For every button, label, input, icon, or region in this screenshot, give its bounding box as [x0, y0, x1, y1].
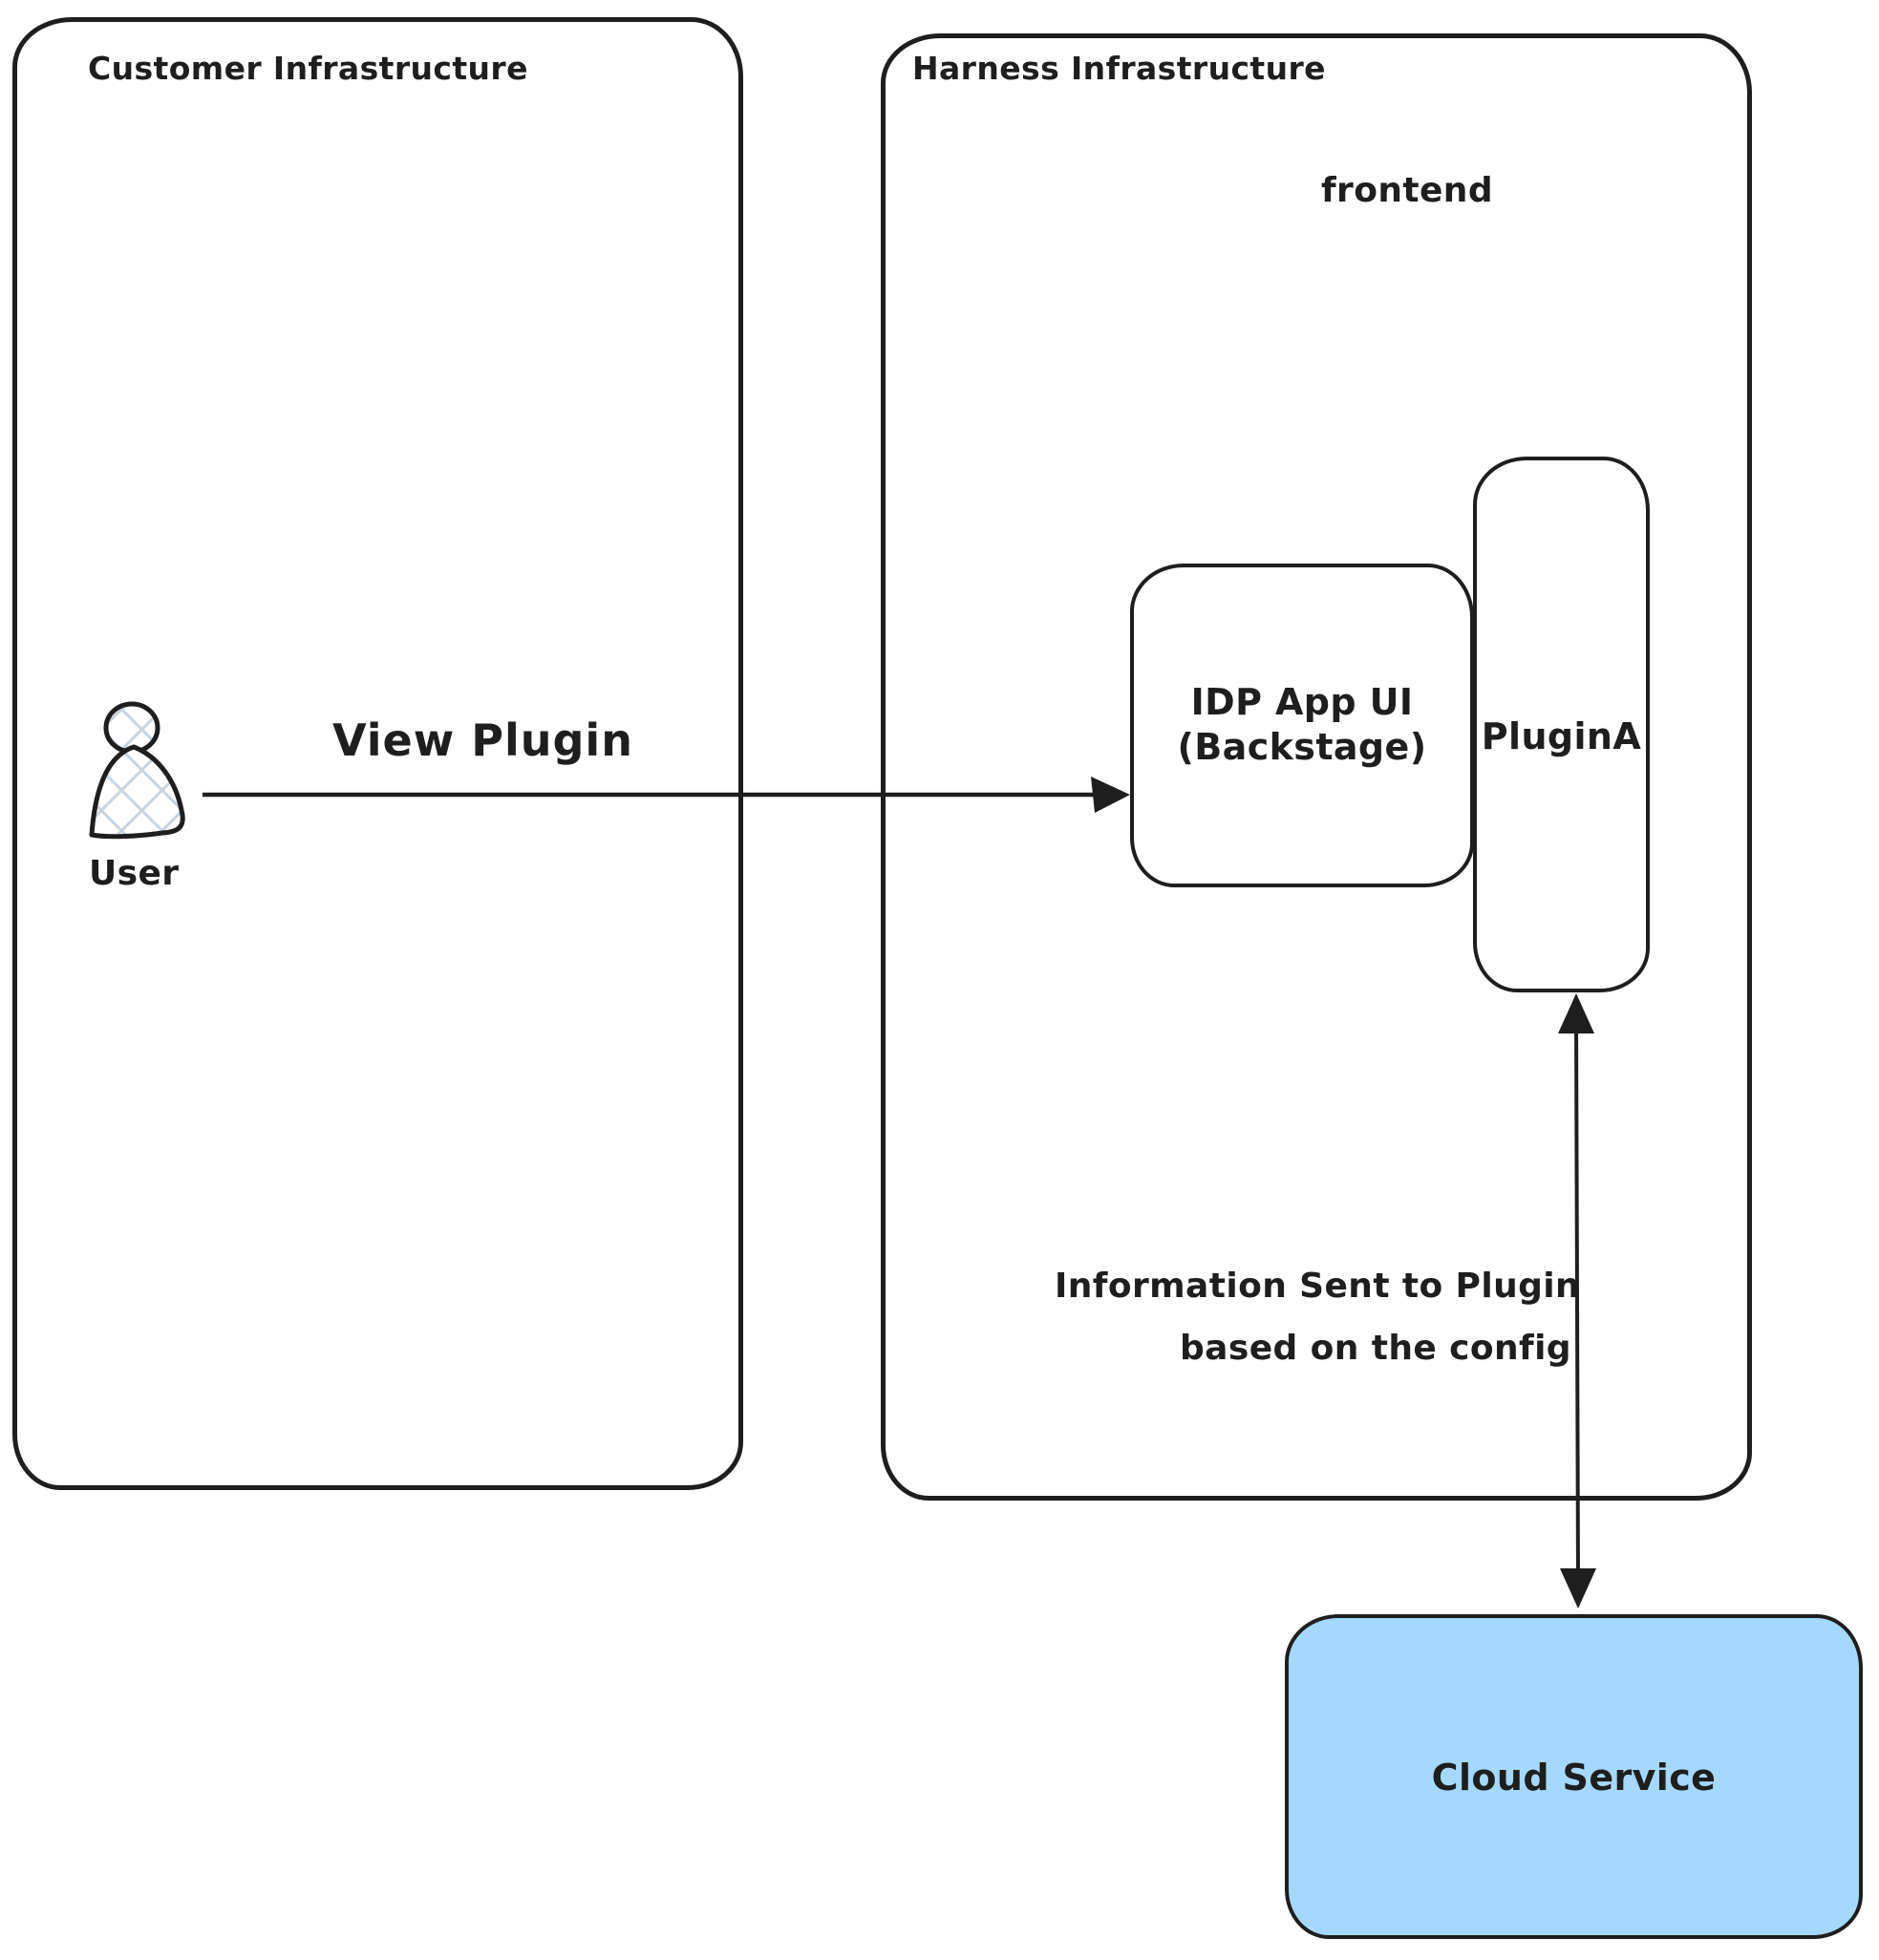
idp-app-ui-box [1130, 564, 1474, 887]
info-arrow-label-line2: based on the config [1180, 1329, 1571, 1368]
frontend-label: frontend [1321, 171, 1494, 210]
customer-infrastructure-box [12, 17, 743, 1490]
cloud-service-box [1285, 1614, 1863, 1939]
plugin-a-label: PluginA [1481, 715, 1642, 757]
idp-app-ui-label-line2: (Backstage) [1177, 726, 1427, 768]
view-plugin-arrow-label: View Plugin [332, 714, 633, 766]
harness-infrastructure-box [881, 33, 1752, 1501]
harness-infrastructure-title: Harness Infrastructure [912, 50, 1326, 87]
cloud-service-label: Cloud Service [1431, 1757, 1717, 1799]
user-label: User [89, 854, 180, 893]
customer-infrastructure-title: Customer Infrastructure [88, 50, 528, 87]
info-arrow-label-line1: Information Sent to Plugin [1054, 1267, 1581, 1306]
plugin-a-box [1473, 457, 1650, 992]
idp-app-ui-label-line1: IDP App UI [1190, 681, 1414, 723]
